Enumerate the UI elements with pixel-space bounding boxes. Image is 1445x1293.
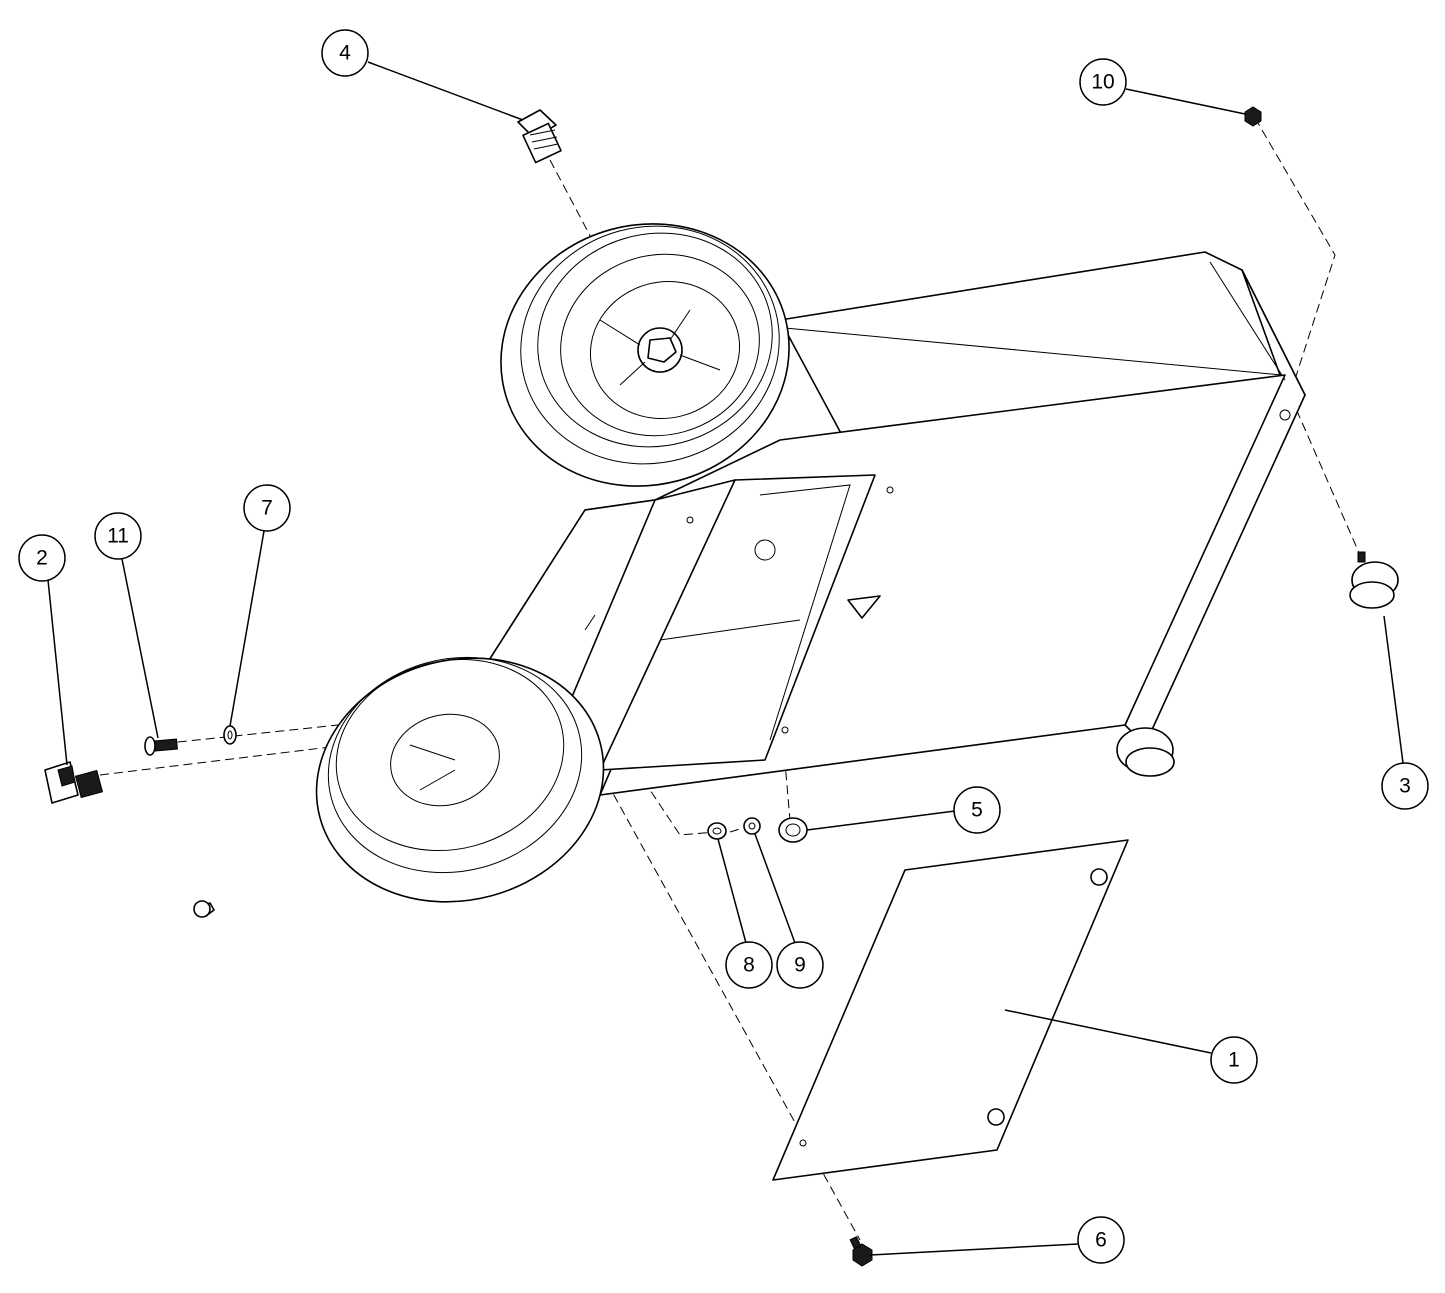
callout-3: 3 <box>1381 762 1429 810</box>
callout-4: 4 <box>321 29 369 77</box>
callout-label: 11 <box>107 525 129 548</box>
callout-8: 8 <box>725 941 773 989</box>
callout-label: 3 <box>1399 775 1411 798</box>
nut-top <box>1244 106 1262 127</box>
callout-label: 2 <box>36 547 48 570</box>
rocker-switch <box>44 761 104 804</box>
callout-2: 2 <box>18 534 66 582</box>
callout-label: 8 <box>743 954 755 977</box>
rubber-foot <box>1349 551 1399 609</box>
callout-5: 5 <box>953 786 1001 834</box>
screw <box>144 736 178 756</box>
callout-6: 6 <box>1077 1216 1125 1264</box>
lock-nut-5 <box>778 817 808 843</box>
upper-wheel <box>500 223 790 487</box>
callout-label: 9 <box>794 954 806 977</box>
cover-plate <box>193 839 1129 1181</box>
callout-label: 4 <box>339 42 351 65</box>
bushing-8 <box>707 822 727 840</box>
bolt <box>849 1236 873 1267</box>
callout-10: 10 <box>1079 58 1127 106</box>
callout-label: 7 <box>261 497 273 520</box>
callout-11: 11 <box>94 512 142 560</box>
callout-label: 6 <box>1095 1229 1107 1252</box>
cable-gland <box>517 109 562 164</box>
leader-lines <box>47 61 1404 1256</box>
lower-wheel <box>315 656 605 903</box>
callout-label: 5 <box>971 799 983 822</box>
callout-9: 9 <box>776 941 824 989</box>
callout-1: 1 <box>1210 1036 1258 1084</box>
nut-9 <box>743 817 761 835</box>
callout-label: 10 <box>1091 71 1114 94</box>
callout-7: 7 <box>243 484 291 532</box>
cart-frame <box>468 251 1306 821</box>
callout-label: 1 <box>1228 1049 1240 1072</box>
washer <box>223 725 237 745</box>
